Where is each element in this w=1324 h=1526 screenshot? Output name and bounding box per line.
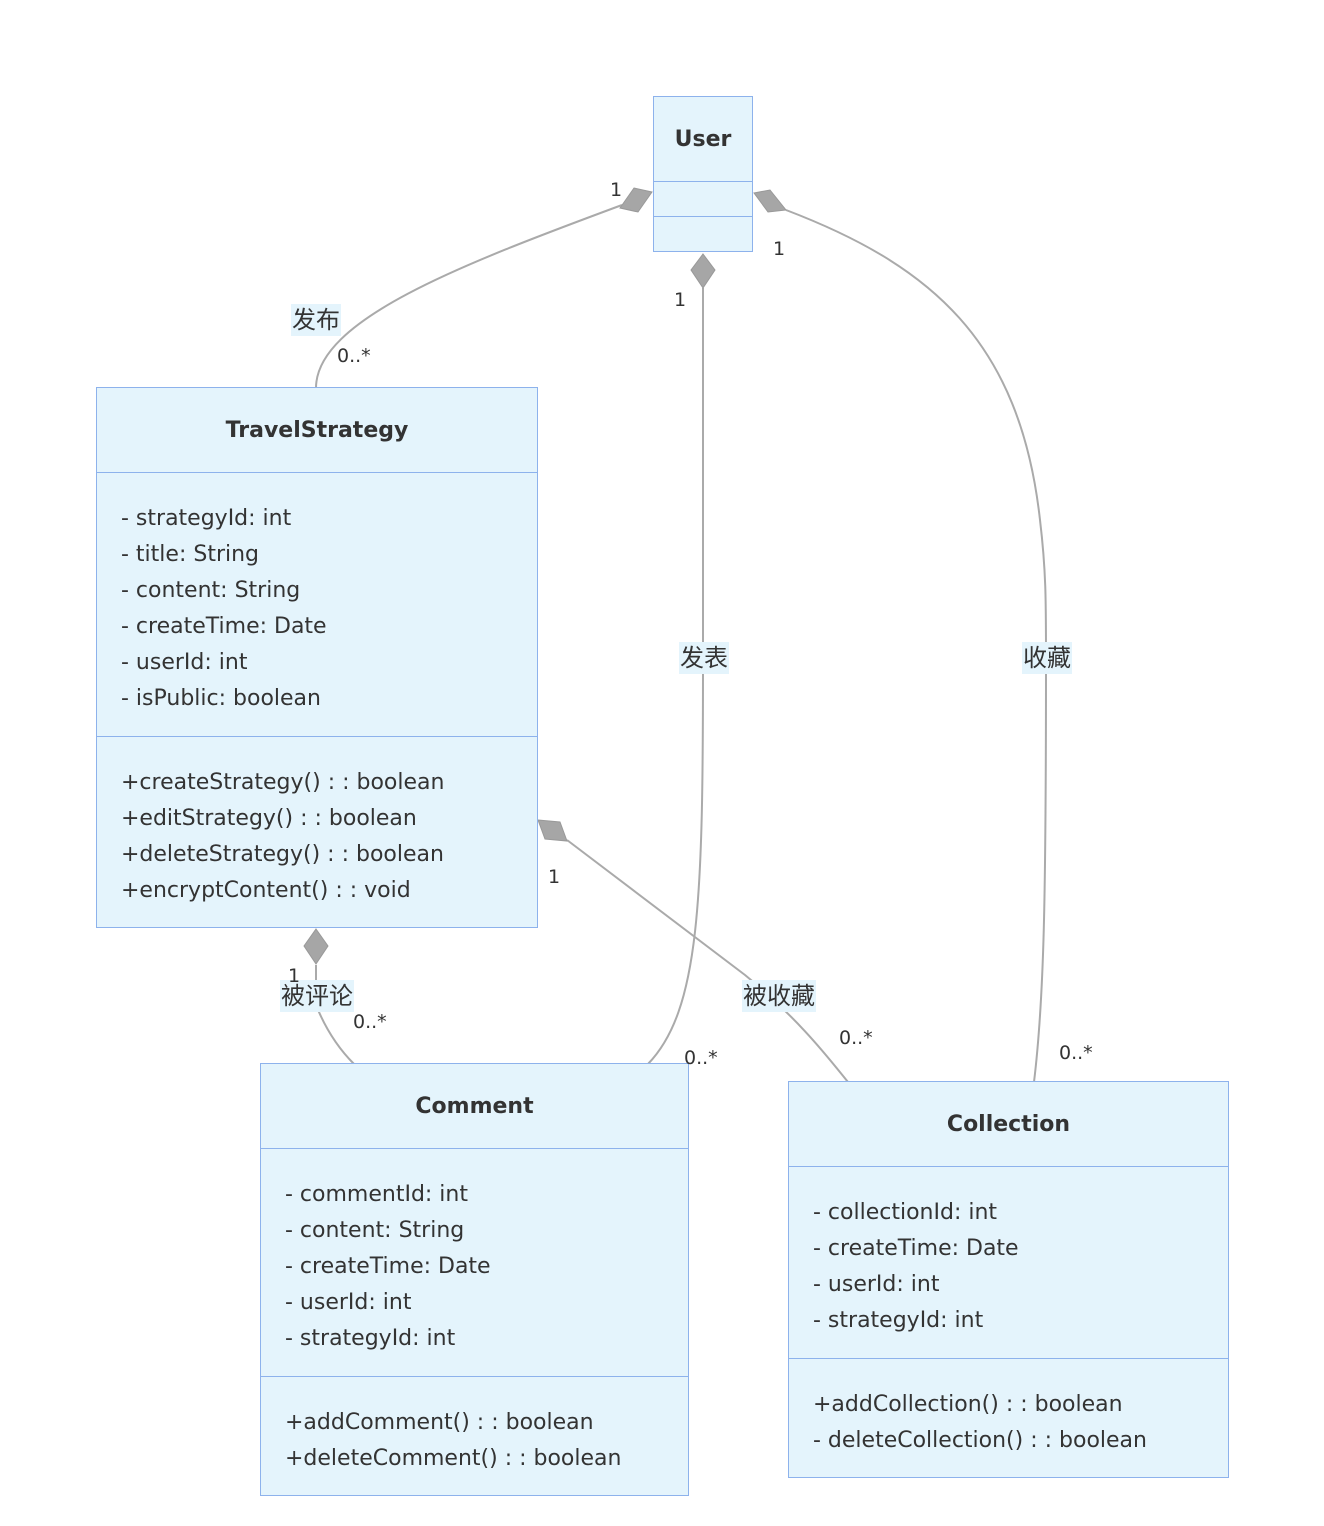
attribute: - title: String xyxy=(121,542,260,567)
class-comment-methods: +addComment() : : boolean +deleteComment… xyxy=(261,1377,688,1477)
method: +deleteComment() : : boolean xyxy=(285,1446,622,1471)
method: +addComment() : : boolean xyxy=(285,1410,594,1435)
method: - deleteCollection() : : boolean xyxy=(813,1428,1147,1453)
edge-user-travelstrategy xyxy=(315,204,623,389)
multiplicity-travelstrategy-commented: 1 xyxy=(288,965,301,987)
attribute: - userId: int xyxy=(285,1290,412,1315)
multiplicity-user-publish: 1 xyxy=(610,179,623,201)
class-user: User xyxy=(653,96,753,252)
method: +deleteStrategy() : : boolean xyxy=(121,842,444,867)
class-travelstrategy-title: TravelStrategy xyxy=(97,388,537,473)
class-collection-methods: +addCollection() : : boolean - deleteCol… xyxy=(789,1359,1228,1459)
edge-label-publish: 发布 xyxy=(291,304,341,336)
class-user-attributes xyxy=(654,182,752,217)
aggregation-diamond-user-right xyxy=(753,189,787,213)
attribute: - userId: int xyxy=(121,650,248,675)
edge-label-post: 发表 xyxy=(679,642,729,674)
attribute: - strategyId: int xyxy=(813,1308,984,1333)
attribute: - content: String xyxy=(285,1218,465,1243)
class-user-title: User xyxy=(654,97,752,182)
edge-label-collect: 收藏 xyxy=(1022,642,1072,674)
multiplicity-comment-post: 0..* xyxy=(684,1047,718,1069)
attribute: - collectionId: int xyxy=(813,1200,998,1225)
multiplicity-comment-commented: 0..* xyxy=(353,1011,387,1033)
edge-user-comment xyxy=(647,288,704,1065)
method: +editStrategy() : : boolean xyxy=(121,806,417,831)
method: +addCollection() : : boolean xyxy=(813,1392,1123,1417)
multiplicity-collection-collect: 0..* xyxy=(1059,1042,1093,1064)
aggregation-diamond-travelstrategy-right xyxy=(537,819,568,842)
attribute: - commentId: int xyxy=(285,1182,468,1207)
class-comment-attributes: - commentId: int - content: String - cre… xyxy=(261,1149,688,1377)
class-travelstrategy-attributes: - strategyId: int - title: String - cont… xyxy=(97,473,537,737)
class-comment-title: Comment xyxy=(261,1064,688,1149)
aggregation-diamond-travelstrategy-bottom xyxy=(303,928,329,965)
method: +encryptContent() : : void xyxy=(121,878,411,903)
attribute: - strategyId: int xyxy=(121,506,292,531)
attribute: - content: String xyxy=(121,578,301,603)
multiplicity-travelstrategy-publish: 0..* xyxy=(337,345,371,367)
class-comment: Comment - commentId: int - content: Stri… xyxy=(260,1063,689,1496)
attribute: - strategyId: int xyxy=(285,1326,456,1351)
edge-user-collection xyxy=(785,209,1048,1083)
attribute: - userId: int xyxy=(813,1272,940,1297)
aggregation-diamond-user-left xyxy=(619,187,653,213)
attribute: - createTime: Date xyxy=(285,1254,491,1279)
edge-travelstrategy-collection xyxy=(566,839,849,1083)
attribute: - createTime: Date xyxy=(813,1236,1019,1261)
class-collection-attributes: - collectionId: int - createTime: Date -… xyxy=(789,1167,1228,1359)
attribute: - isPublic: boolean xyxy=(121,686,321,711)
multiplicity-user-collect: 1 xyxy=(773,238,786,260)
class-travelstrategy-methods: +createStrategy() : : boolean +editStrat… xyxy=(97,737,537,909)
method: +createStrategy() : : boolean xyxy=(121,770,445,795)
class-travelstrategy: TravelStrategy - strategyId: int - title… xyxy=(96,387,538,928)
aggregation-diamond-user-bottom xyxy=(690,253,716,289)
class-user-methods xyxy=(654,217,752,251)
edge-label-commented: 被评论 xyxy=(280,980,354,1012)
multiplicity-travelstrategy-collected: 1 xyxy=(548,866,561,888)
class-collection: Collection - collectionId: int - createT… xyxy=(788,1081,1229,1478)
attribute: - createTime: Date xyxy=(121,614,327,639)
multiplicity-collection-collected: 0..* xyxy=(839,1027,873,1049)
edge-label-collected: 被收藏 xyxy=(742,980,816,1012)
class-collection-title: Collection xyxy=(789,1082,1228,1167)
multiplicity-user-post: 1 xyxy=(674,289,687,311)
